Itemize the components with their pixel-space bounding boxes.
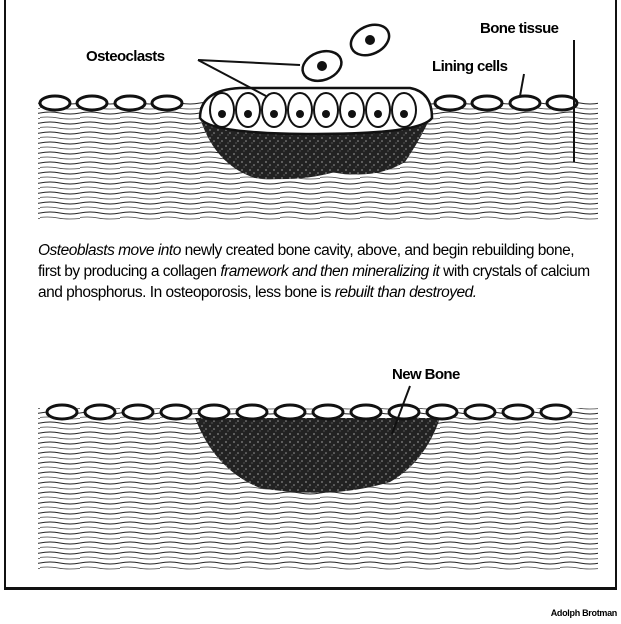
osteoclast-cluster bbox=[200, 88, 432, 134]
free-osteoclasts bbox=[298, 19, 394, 86]
caption-text: Osteoblasts move into newly created bone… bbox=[38, 240, 598, 303]
artist-credit: Adolph Brotman bbox=[551, 608, 617, 618]
caption-part-4: framework and then mineralizing it bbox=[220, 263, 439, 280]
caption-part-1: Osteoblasts move into bbox=[38, 242, 181, 259]
caption-part-2: newly created bone cavity, above, bbox=[181, 242, 404, 259]
new-bone-label: New Bone bbox=[392, 366, 460, 383]
caption-part-6: rebuilt than destroyed. bbox=[335, 284, 477, 301]
lining-cells-label: Lining cells bbox=[432, 58, 507, 75]
osteoclasts-label: Osteoclasts bbox=[86, 48, 164, 65]
bone-tissue-label: Bone tissue bbox=[480, 20, 558, 37]
